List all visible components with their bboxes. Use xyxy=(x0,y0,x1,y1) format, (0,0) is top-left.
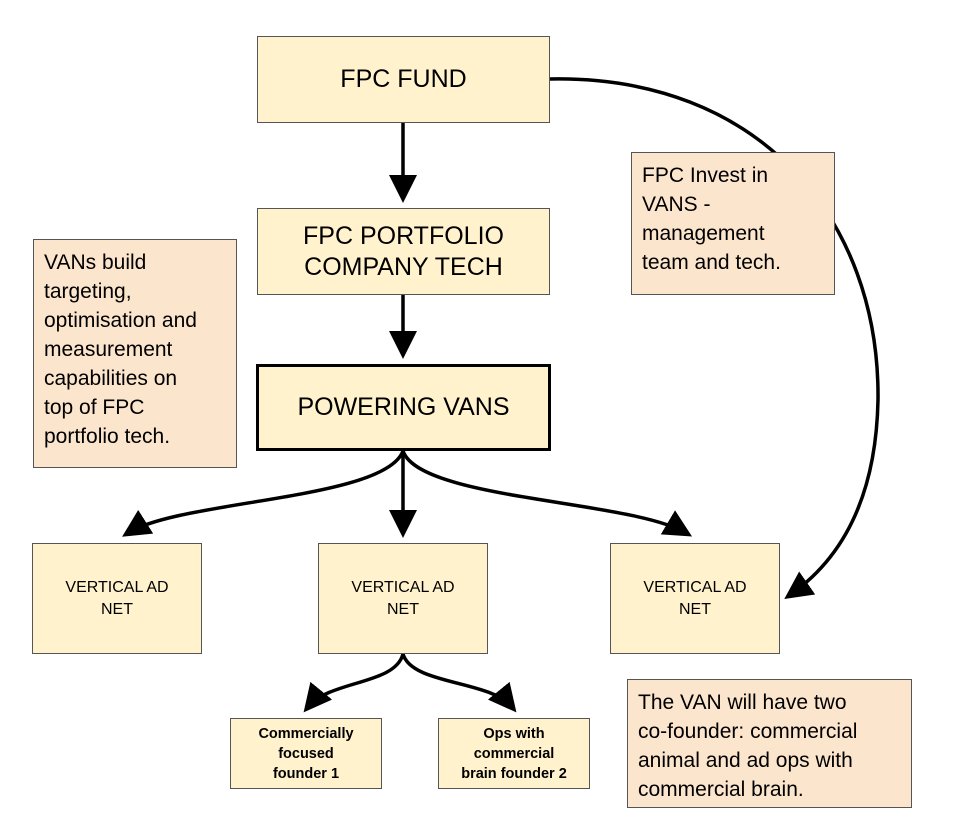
vans-build-note: VANs build targeting, optimisation and m… xyxy=(33,239,237,468)
founder1-box: Commercially focused founder 1 xyxy=(230,718,382,789)
vertical-ad-net-right-label: VERTICAL AD NET xyxy=(643,578,747,618)
founder2-box: Ops with commercial brain founder 2 xyxy=(438,718,590,789)
vertical-ad-net-left-box: VERTICAL AD NET xyxy=(32,543,202,654)
vertical-ad-net-center-label: VERTICAL AD NET xyxy=(351,578,455,618)
founder1-label: Commercially focused founder 1 xyxy=(258,725,354,782)
vertical-ad-net-right-box: VERTICAL AD NET xyxy=(610,543,780,654)
vertical-ad-net-left-label: VERTICAL AD NET xyxy=(65,578,169,618)
arrow-van-to-founder1 xyxy=(303,653,405,713)
portfolio-tech-label: FPC PORTFOLIO COMPANY TECH xyxy=(303,221,504,281)
fpc-fund-label: FPC FUND xyxy=(340,65,467,93)
arrow-van-to-founder2 xyxy=(401,653,517,713)
powering-vans-label: POWERING VANS xyxy=(297,393,510,421)
powering-vans-box: POWERING VANS xyxy=(256,364,551,451)
portfolio-tech-box: FPC PORTFOLIO COMPANY TECH xyxy=(257,208,550,295)
vertical-ad-net-center-box: VERTICAL AD NET xyxy=(318,543,488,654)
co-founders-note: The VAN will have two co-founder: commer… xyxy=(627,679,912,808)
fpc-invest-note: FPC Invest in VANS - management team and… xyxy=(631,152,835,295)
arrow-fund-to-van-right xyxy=(549,77,880,600)
arrow-powering-to-van-left xyxy=(122,450,405,537)
arrow-powering-to-van-right xyxy=(401,450,693,537)
fpc-fund-box: FPC FUND xyxy=(257,36,550,123)
founder2-label: Ops with commercial brain founder 2 xyxy=(461,725,567,782)
